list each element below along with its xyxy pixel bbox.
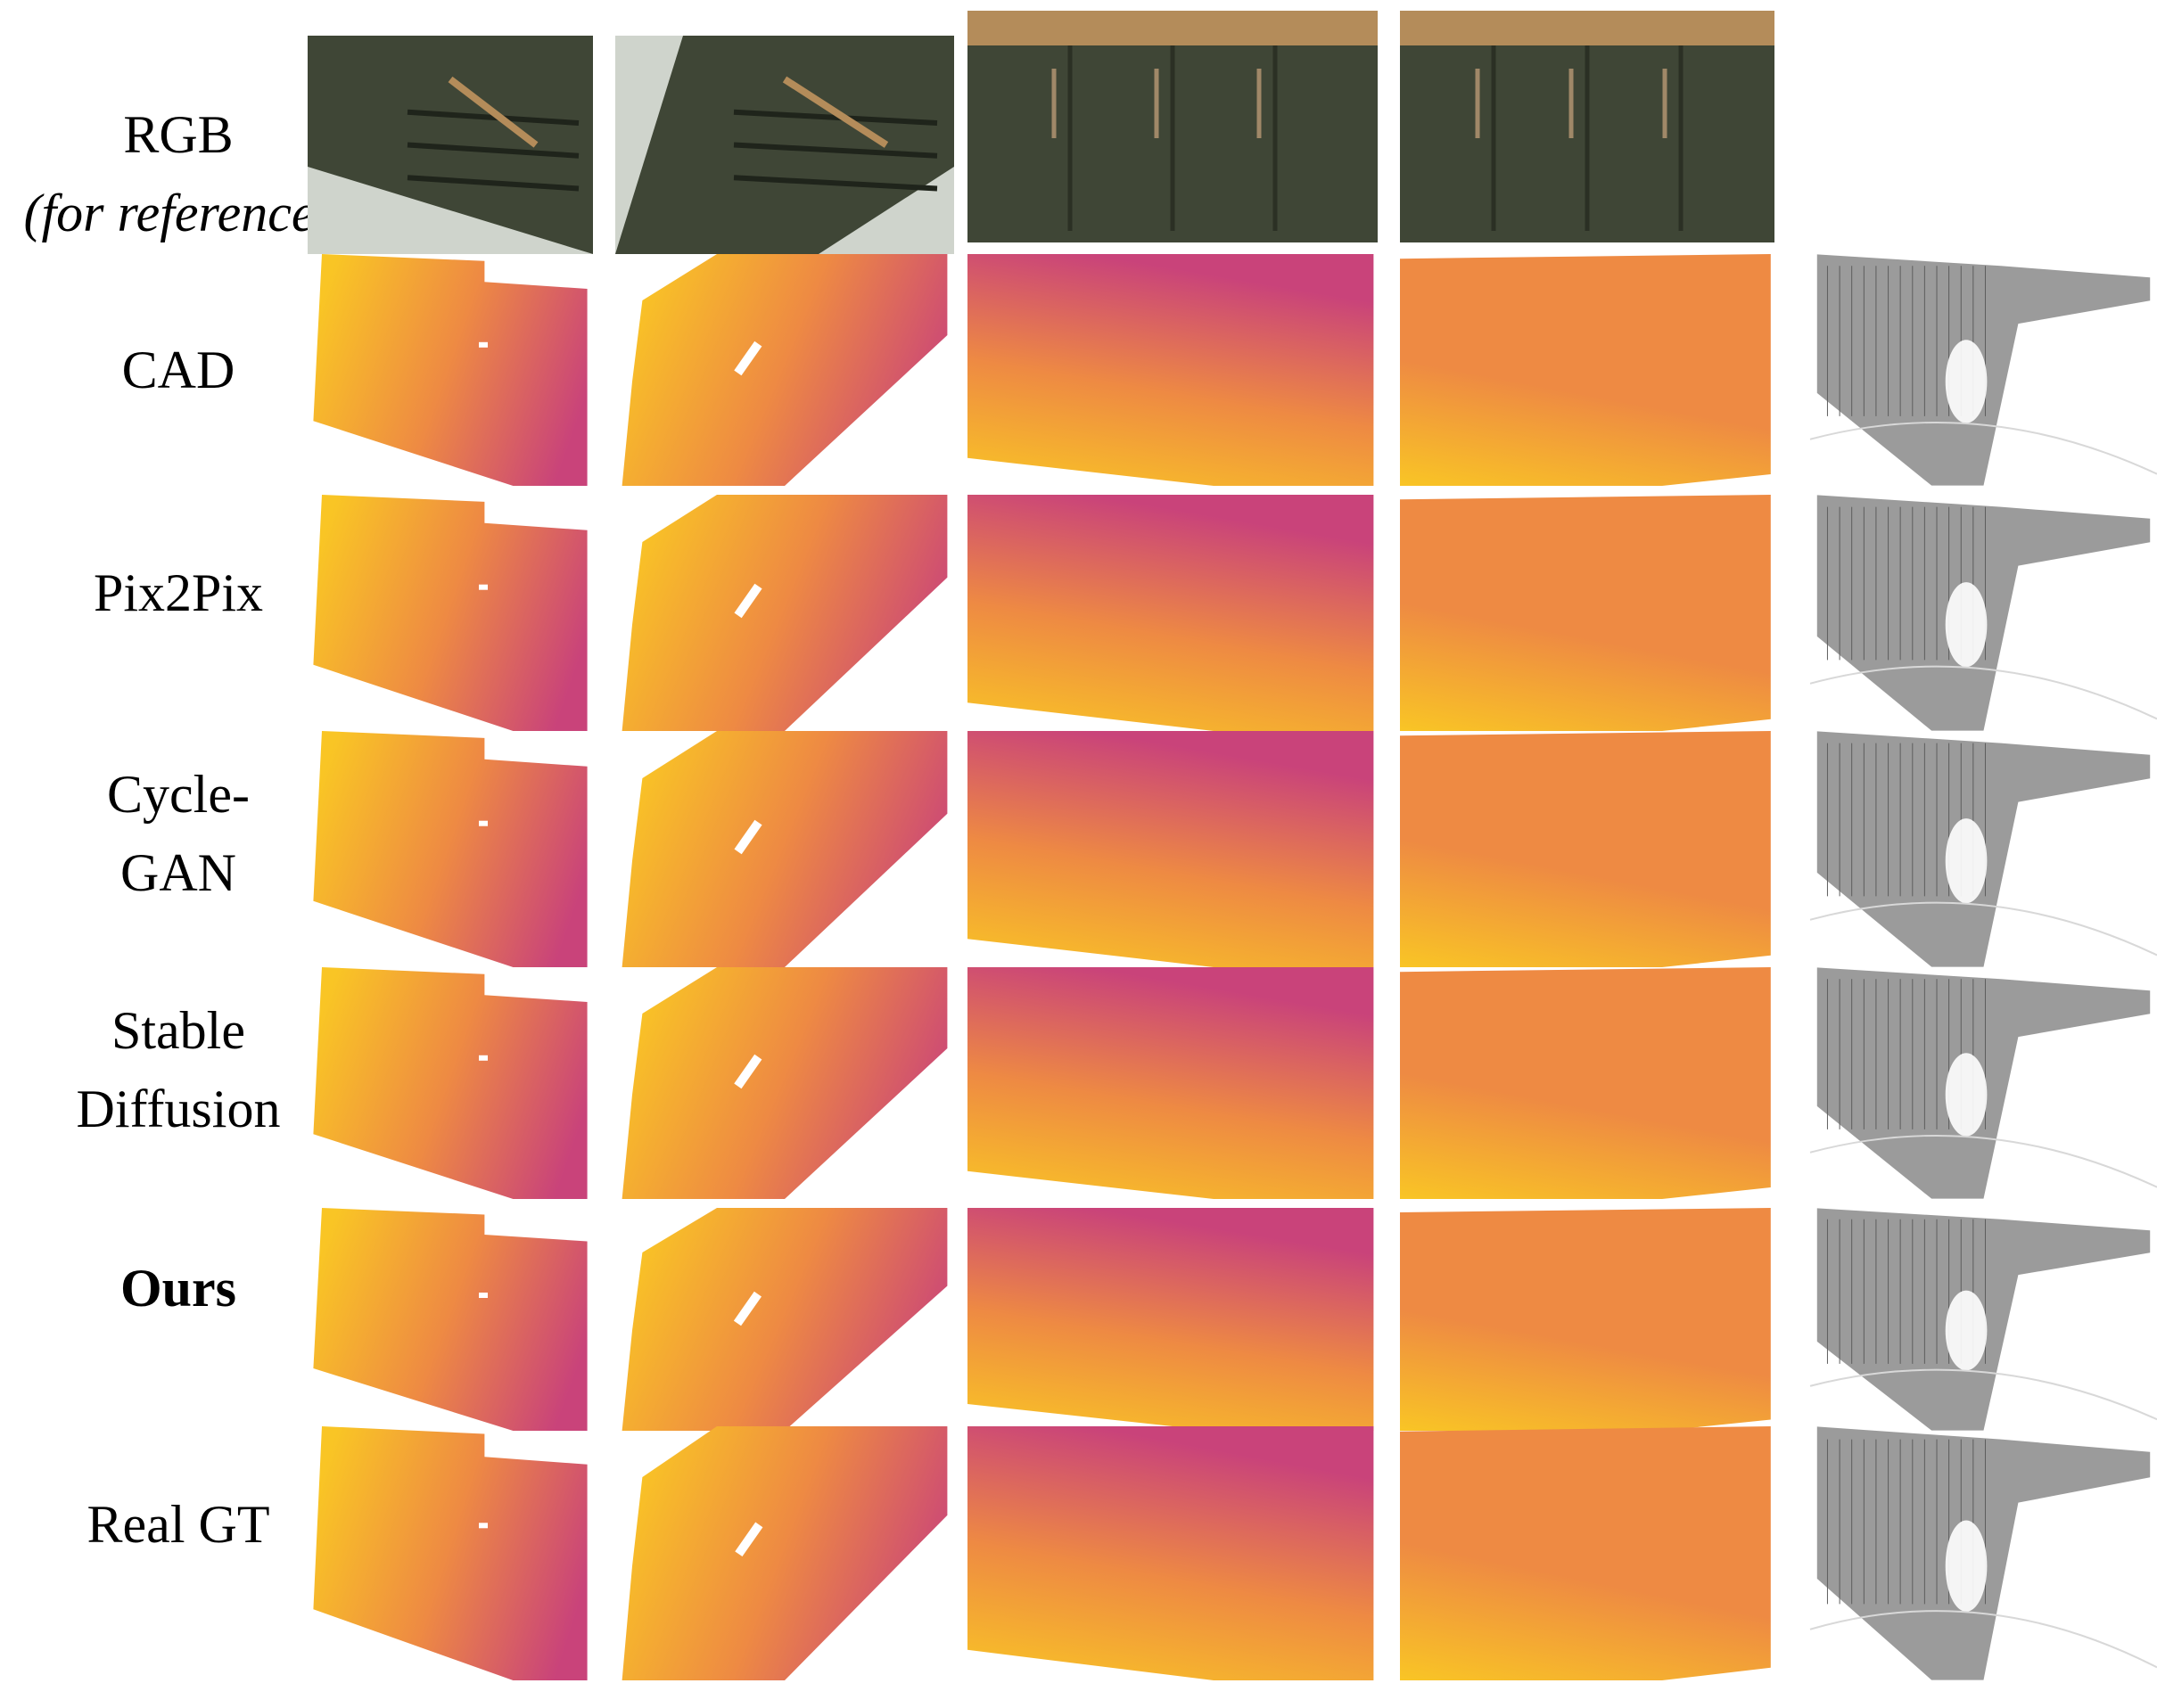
- depth-map-cyclegan-view-3: [967, 731, 1378, 967]
- depth-hole: [479, 584, 488, 590]
- row-label-line1: Cycle-: [107, 765, 250, 824]
- depth-map-pix2pix-view-2: [615, 495, 954, 731]
- depth-map-stable-diffusion-view-1: [308, 967, 593, 1199]
- depth-region: [967, 731, 1374, 967]
- depth-region: [622, 731, 948, 967]
- depth-hole: [734, 583, 762, 619]
- depth-region: [967, 967, 1374, 1199]
- row-label-line1: Pix2Pix: [93, 563, 264, 622]
- row-label-line2: (for reference): [23, 184, 333, 242]
- depth-map-cyclegan-view-1: [308, 731, 593, 967]
- row-label-real-gt: Real GT: [0, 1485, 357, 1564]
- depth-region: [622, 967, 948, 1199]
- depth-map-stable-diffusion-view-2: [615, 967, 954, 1199]
- depth-map-pix2pix-view-4: [1400, 495, 1774, 731]
- point-cloud-real-gt: [1809, 1426, 2157, 1680]
- depth-region: [967, 1208, 1374, 1431]
- rgb-image-view-4: [1400, 11, 1774, 242]
- depth-hole: [479, 1055, 488, 1061]
- depth-map-pix2pix-view-3: [967, 495, 1378, 731]
- row-label-line1: Stable: [111, 1001, 245, 1060]
- depth-hole: [734, 1054, 762, 1089]
- depth-map-cad-view-3: [967, 254, 1378, 486]
- depth-map-ours-view-2: [615, 1208, 954, 1431]
- depth-region: [1400, 1426, 1771, 1680]
- row-label-line1: Ours: [119, 1259, 237, 1318]
- depth-region: [1400, 1208, 1771, 1431]
- row-label-cyclegan: Cycle- GAN: [0, 755, 357, 912]
- depth-region: [1400, 495, 1771, 731]
- depth-hole: [733, 1291, 762, 1326]
- depth-hole: [734, 819, 762, 855]
- depth-hole: [479, 341, 488, 348]
- depth-hole: [479, 1523, 488, 1529]
- depth-map-stable-diffusion-view-4: [1400, 967, 1774, 1199]
- rgb-image-view-3: [967, 11, 1378, 242]
- point-cloud-cyclegan: [1809, 731, 2157, 967]
- rgb-image-view-2: [615, 36, 954, 254]
- depth-hole: [479, 820, 488, 826]
- depth-map-stable-diffusion-view-3: [967, 967, 1378, 1199]
- depth-map-ours-view-4: [1400, 1208, 1774, 1431]
- depth-region: [313, 495, 588, 731]
- row-label-line2: GAN: [120, 843, 236, 902]
- row-label-rgb: RGB (for reference): [0, 95, 357, 252]
- depth-region: [967, 495, 1374, 731]
- point-cloud-pix2pix: [1809, 495, 2157, 731]
- depth-map-pix2pix-view-1: [308, 495, 593, 731]
- depth-region: [1400, 967, 1771, 1199]
- depth-map-cyclegan-view-4: [1400, 731, 1774, 967]
- depth-region: [313, 731, 588, 967]
- depth-region: [967, 1426, 1374, 1680]
- depth-region: [313, 1208, 588, 1431]
- depth-map-real-gt-view-4: [1400, 1426, 1774, 1680]
- depth-region: [313, 967, 588, 1199]
- depth-hole: [735, 1522, 763, 1557]
- depth-region: [622, 254, 948, 486]
- depth-hole: [479, 1293, 488, 1298]
- point-cloud-ours: [1809, 1208, 2157, 1431]
- row-label-cad: CAD: [0, 331, 357, 409]
- depth-hole: [734, 341, 762, 376]
- depth-region: [313, 254, 588, 486]
- point-cloud-cad: [1809, 254, 2157, 486]
- row-label-line1: CAD: [121, 341, 235, 399]
- depth-map-cad-view-2: [615, 254, 954, 486]
- row-label-line1: Real GT: [86, 1495, 270, 1554]
- depth-map-real-gt-view-3: [967, 1426, 1378, 1680]
- depth-map-cyclegan-view-2: [615, 731, 954, 967]
- depth-region: [967, 254, 1374, 486]
- depth-map-real-gt-view-2: [615, 1426, 954, 1680]
- row-label-line2: Diffusion: [76, 1080, 281, 1138]
- depth-map-ours-view-1: [308, 1208, 593, 1431]
- depth-region: [1400, 731, 1771, 967]
- row-label-line1: RGB: [123, 105, 234, 164]
- depth-region: [622, 495, 948, 731]
- depth-region: [1400, 254, 1771, 486]
- depth-map-cad-view-4: [1400, 254, 1774, 486]
- rgb-image-view-1: [308, 36, 593, 254]
- depth-region: [313, 1426, 588, 1680]
- row-label-pix2pix: Pix2Pix: [0, 554, 357, 632]
- row-label-ours: Ours: [0, 1249, 357, 1327]
- depth-region: [622, 1208, 948, 1431]
- depth-map-real-gt-view-1: [308, 1426, 593, 1680]
- depth-region: [622, 1426, 948, 1680]
- depth-map-ours-view-3: [967, 1208, 1378, 1431]
- depth-map-cad-view-1: [308, 254, 593, 486]
- point-cloud-stable-diffusion: [1809, 967, 2157, 1199]
